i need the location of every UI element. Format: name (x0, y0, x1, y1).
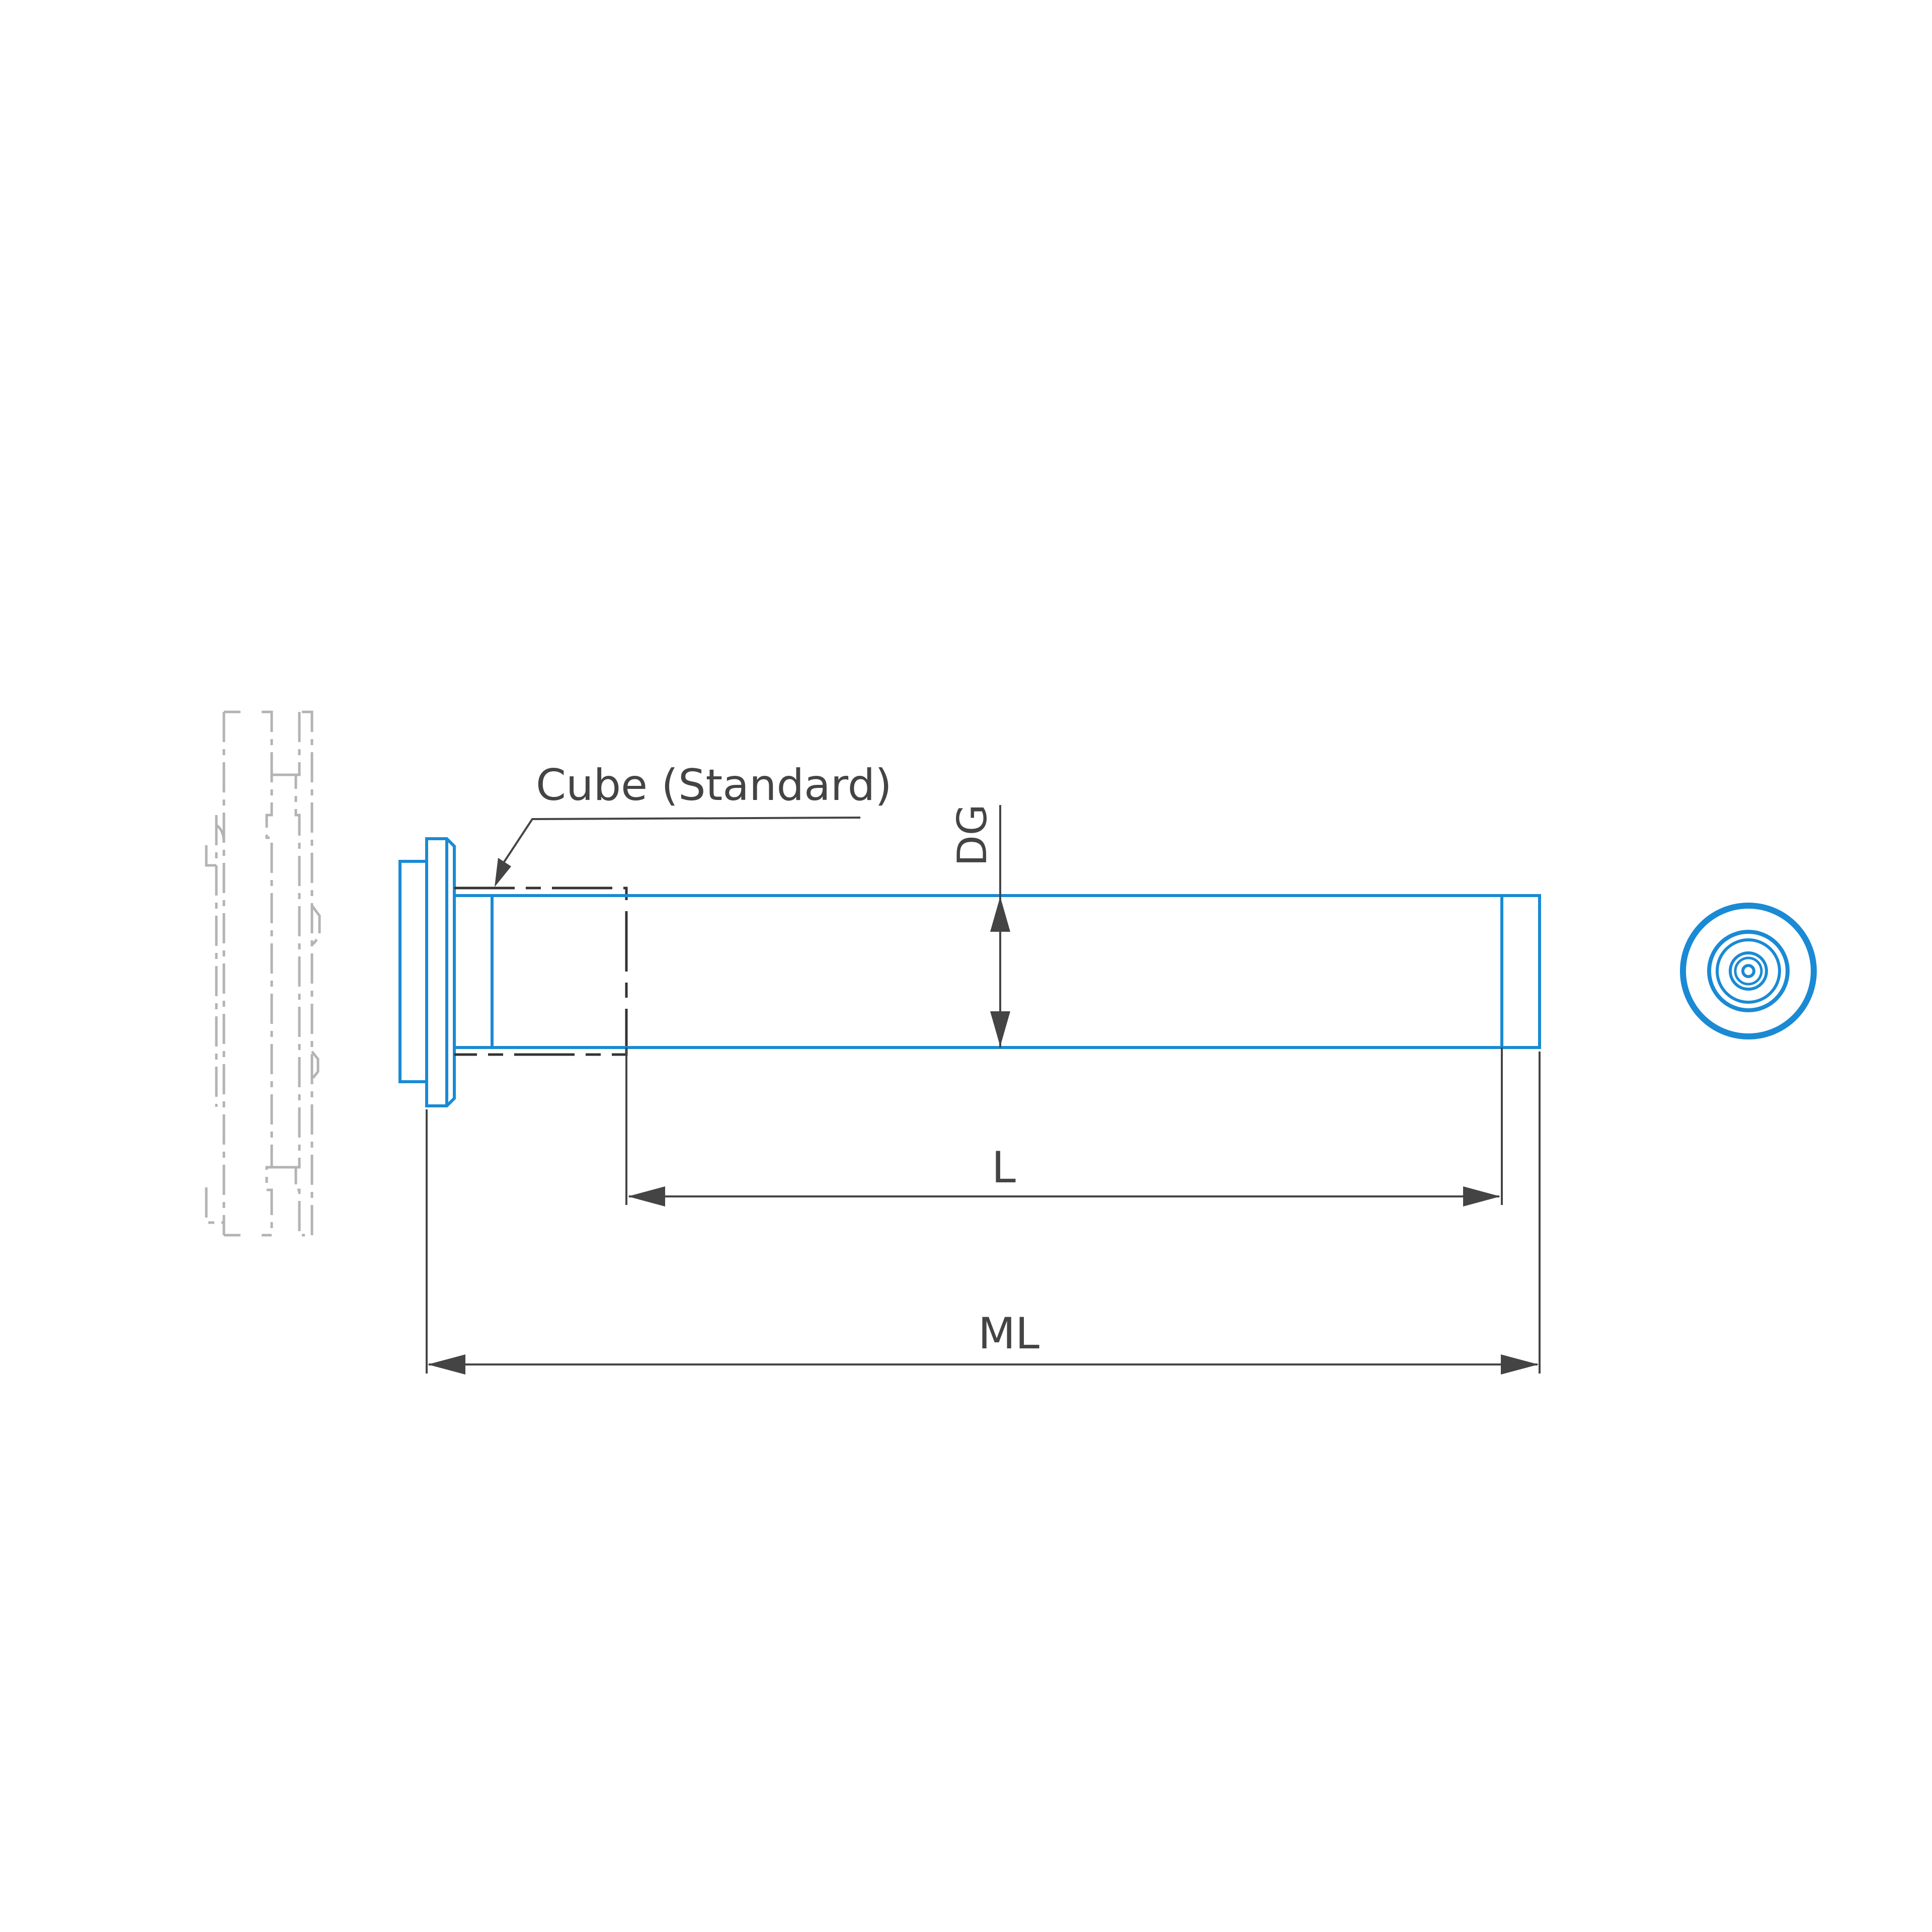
dg-label: DG (949, 804, 996, 866)
tube-end-view (1680, 903, 1817, 1039)
ghost-mounting-block (205, 710, 321, 1237)
tube-body (454, 894, 1541, 1049)
length-dimension (625, 1048, 1503, 1206)
length-label: L (992, 1143, 1016, 1193)
cube-callout-leader (495, 817, 861, 887)
adapter-collar (454, 887, 628, 1056)
cube-callout-label: Cube (Standard) (536, 760, 892, 811)
cube-flange (398, 837, 456, 1107)
mounting-length-dimension (426, 1052, 1541, 1375)
dg-dimension (990, 805, 1010, 1048)
mounting-length-label: ML (978, 1309, 1039, 1359)
